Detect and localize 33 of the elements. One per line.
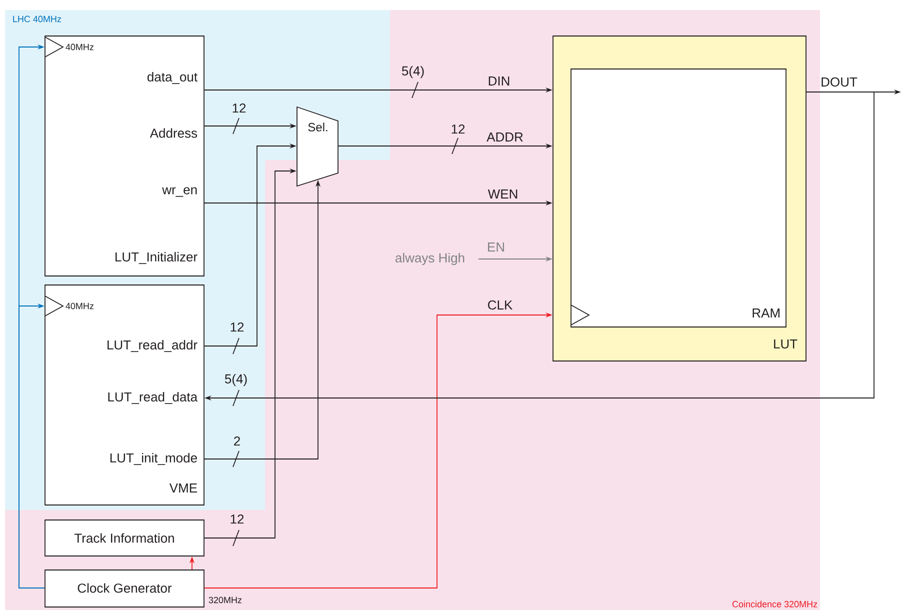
bus-width-label: 5(4) (402, 66, 424, 78)
bus-width-label: 12 (232, 103, 246, 113)
port-label: LUT_read_data (108, 392, 198, 404)
port-label: DIN (488, 76, 510, 86)
module-label: LUT_Initializer (116, 252, 198, 264)
port-label: data_out (148, 72, 198, 84)
port-label: Address (150, 128, 198, 138)
bus-width-label: 12 (230, 514, 244, 524)
port-label: wr_en (162, 187, 197, 197)
connector-arrow (18, 303, 45, 588)
port-label: LUT_read_addr (108, 340, 198, 352)
port-label: WEN (488, 190, 518, 198)
module-label: VME (169, 484, 197, 492)
port-label: 40MHz (66, 44, 94, 50)
port-label: EN (488, 242, 504, 252)
port-label: CLK (488, 300, 512, 310)
bus-width-label: 5(4) (224, 374, 247, 386)
bus-width-label: 12 (230, 322, 244, 332)
frequency-label: 320MHz (208, 596, 242, 604)
port-label: ADDR (486, 132, 523, 142)
port-label: DOUT (822, 77, 858, 87)
port-label: 40MHz (66, 302, 94, 310)
port-label: LUT_init_mode (110, 453, 197, 465)
process-label: Clock Generator (78, 583, 172, 593)
module-label: RAM (752, 308, 780, 318)
module-label: LUT (774, 339, 798, 349)
multiplexer-label: Sel. (308, 122, 328, 132)
bus-width-label: 2 (234, 436, 240, 446)
signal-text: always High (396, 252, 464, 266)
band-heading: LHC 40MHz (13, 16, 61, 22)
band-heading: Coincidence 320MHz (732, 600, 818, 608)
process-label: Track Information (74, 533, 174, 543)
bus-width-label: 12 (452, 124, 465, 134)
